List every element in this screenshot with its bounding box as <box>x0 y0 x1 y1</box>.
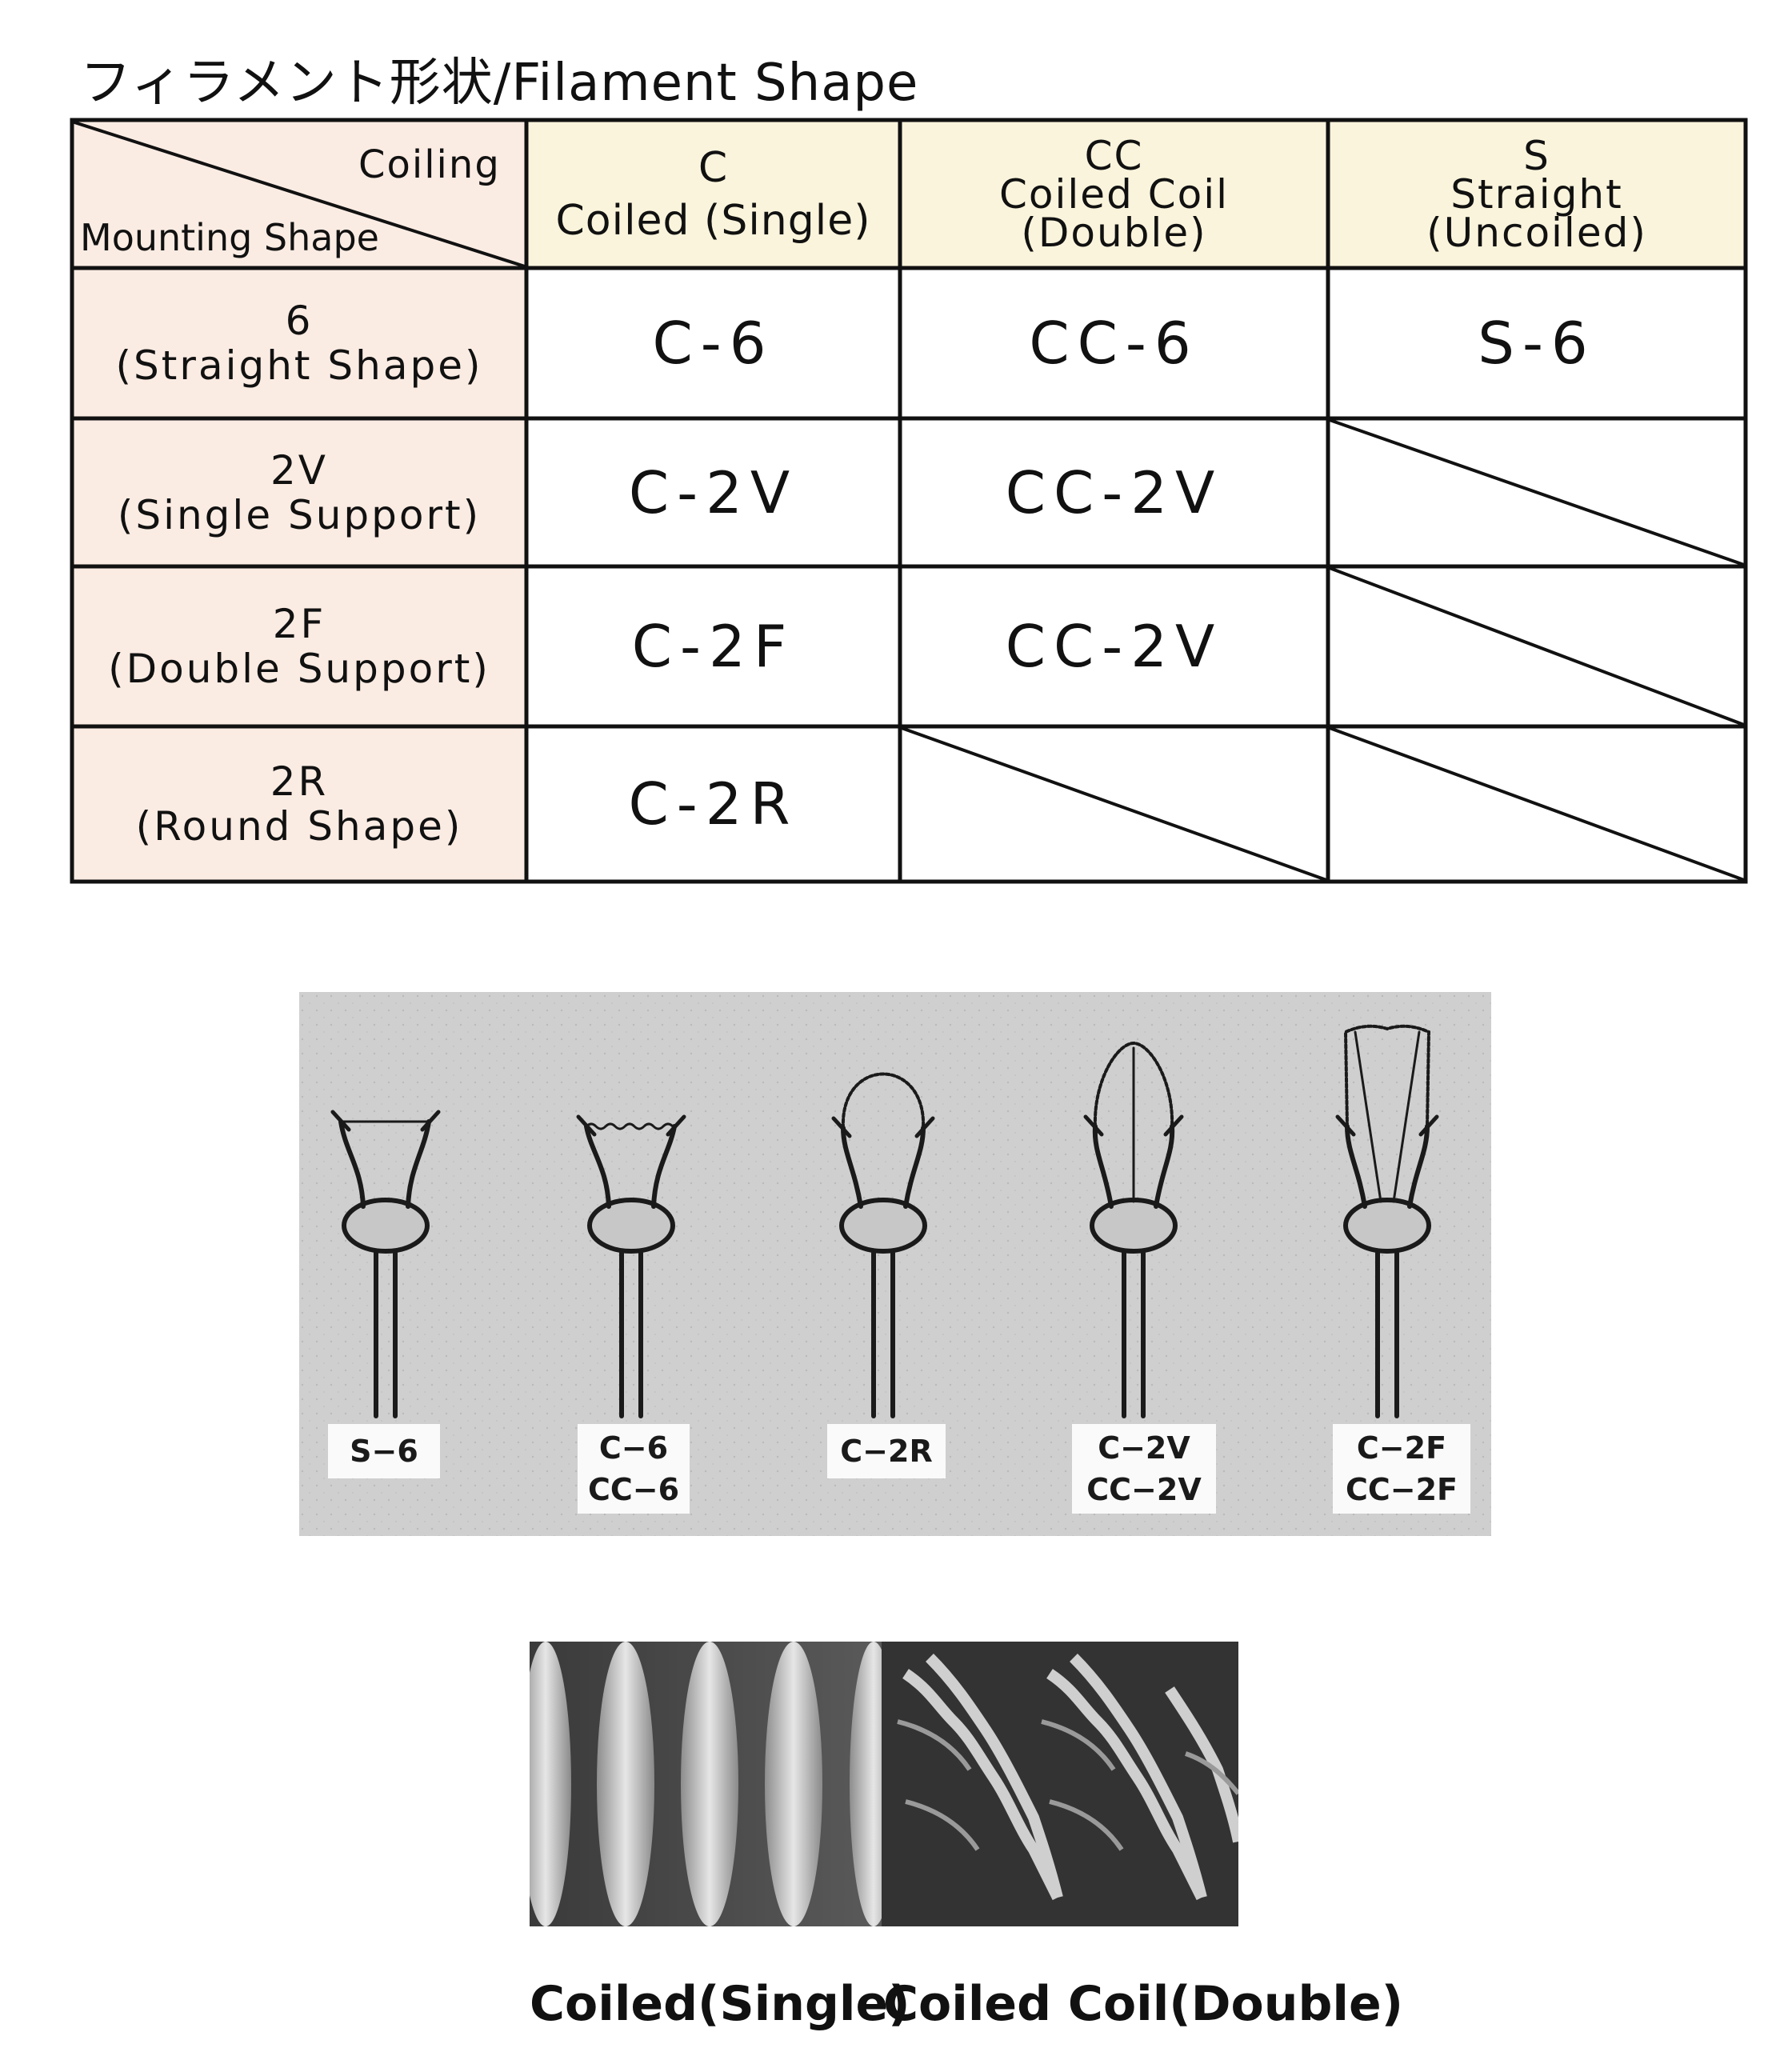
column-header-s-sub: (Uncoiled) <box>1426 209 1647 256</box>
row-header-2f-name: (Double Support) <box>108 646 490 692</box>
corner-coiling-label: Coiling <box>358 142 501 187</box>
row-header-2f: 2F (Double Support) <box>72 566 526 726</box>
column-header-c: C Coiled (Single) <box>526 120 900 268</box>
row-header-2r-name: (Round Shape) <box>135 803 463 850</box>
label-c2f-cc2f: C−2F CC−2F <box>1333 1424 1470 1514</box>
column-header-c-code: C <box>698 143 729 192</box>
filament-c6 <box>576 1114 686 1418</box>
cell-cc-2f: CC-2V <box>1005 613 1223 680</box>
empty-cell-diagonal <box>1329 566 1745 726</box>
label-line: CC−2F <box>1345 1472 1458 1507</box>
label-line: S−6 <box>350 1434 418 1469</box>
column-header-cc-sub: (Double) <box>1021 209 1207 256</box>
cell-cc-6: CC-6 <box>1029 310 1199 377</box>
column-header-cc: CC Coiled Coil (Double) <box>900 120 1328 268</box>
coil-illustration <box>520 1642 1244 1926</box>
corner-mounting-label: Mounting Shape <box>80 216 379 259</box>
label-line: CC−6 <box>587 1472 680 1507</box>
filament-c2v <box>1083 1041 1184 1418</box>
label-c6-cc6: C−6 CC−6 <box>578 1424 690 1514</box>
label-s6: S−6 <box>328 1424 440 1478</box>
row-header-2f-code: 2F <box>272 601 326 647</box>
label-line: C−6 <box>598 1430 669 1466</box>
row-header-6-code: 6 <box>285 298 314 344</box>
column-header-c-name: Coiled (Single) <box>555 196 871 245</box>
table-cell: CC-2V <box>900 566 1328 726</box>
empty-cell-diagonal <box>1329 726 1745 882</box>
caption-coiled-single: Coiled(Single) <box>530 1976 910 2032</box>
cell-cc-2v: CC-2V <box>1005 458 1223 526</box>
column-header-s-name: Straight <box>1450 170 1623 218</box>
cell-c-6: C-6 <box>652 310 774 377</box>
coil-comparison-photo <box>520 1642 1244 1926</box>
label-line: C−2F <box>1356 1430 1447 1466</box>
column-header-cc-code: CC <box>1084 132 1144 179</box>
label-line: CC−2V <box>1086 1472 1202 1507</box>
table-cell: CC-6 <box>900 268 1328 418</box>
table-cell: CC-2V <box>900 418 1328 566</box>
column-header-cc-name: Coiled Coil <box>999 170 1229 218</box>
filament-shape-table: C Coiled (Single) CC Coiled Coil (Double… <box>0 0 1792 896</box>
row-header-2v-code: 2V <box>270 446 328 494</box>
table-cell: C-6 <box>526 268 900 418</box>
label-c2r: C−2R <box>827 1424 946 1478</box>
row-header-2r: 2R (Round Shape) <box>72 726 526 882</box>
filament-s6 <box>330 1110 441 1418</box>
filament-shapes-photo: S−6 C−6 CC−6 C−2R C−2V CC−2V C−2F CC−2F <box>299 992 1491 1536</box>
cell-c-2v: C-2V <box>628 458 798 526</box>
table-cell: C-2R <box>526 726 900 882</box>
label-line: C−2R <box>840 1434 933 1469</box>
empty-cell-diagonal <box>901 726 1327 882</box>
row-header-6: 6 (Straight Shape) <box>72 268 526 418</box>
caption-coiled-coil-double: Coiled Coil(Double) <box>883 1976 1404 2032</box>
cell-c-2f: C-2F <box>631 613 795 680</box>
column-header-s-code: S <box>1523 132 1550 179</box>
row-header-6-name: (Straight Shape) <box>115 342 483 389</box>
label-line: C−2V <box>1098 1430 1190 1466</box>
empty-cell-diagonal <box>1329 418 1745 566</box>
label-c2v-cc2v: C−2V CC−2V <box>1072 1424 1216 1514</box>
cell-s-6: S-6 <box>1478 310 1596 377</box>
row-header-2r-code: 2R <box>270 758 329 805</box>
table-cell: S-6 <box>1328 268 1746 418</box>
table-cell: C-2F <box>526 566 900 726</box>
corner-diagonal <box>71 120 526 268</box>
table-grid <box>70 118 1748 884</box>
row-header-2v-name: (Single Support) <box>117 491 482 538</box>
filament-c2f <box>1335 1024 1439 1418</box>
page-title: フィラメント形状/Filament Shape <box>80 54 919 113</box>
column-header-s: S Straight (Uncoiled) <box>1328 120 1746 268</box>
row-header-2v: 2V (Single Support) <box>72 418 526 566</box>
table-cell: C-2V <box>526 418 900 566</box>
cell-c-2r: C-2R <box>628 770 798 838</box>
filament-c2r <box>831 1072 935 1418</box>
